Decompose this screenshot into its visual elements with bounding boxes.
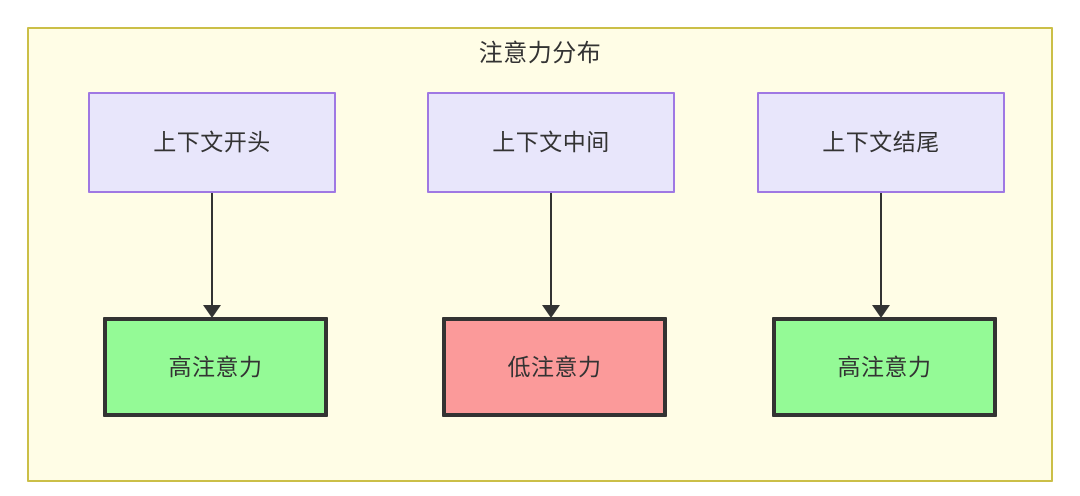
- node-ctx-end[interactable]: 上下文结尾: [757, 92, 1005, 193]
- subgraph-title: 注意力分布: [478, 40, 602, 67]
- node-attn-low-middle[interactable]: 低注意力: [442, 317, 667, 417]
- arrowhead-icon: [203, 305, 221, 318]
- node-label: 高注意力: [837, 353, 932, 380]
- node-label: 低注意力: [507, 353, 602, 380]
- node-label: 高注意力: [168, 353, 263, 380]
- node-attn-high-end[interactable]: 高注意力: [772, 317, 997, 417]
- node-label: 上下文结尾: [822, 129, 940, 155]
- edge-ctx-end-to-attn-high: [880, 193, 882, 308]
- arrowhead-icon: [542, 305, 560, 318]
- arrowhead-icon: [872, 305, 890, 318]
- node-label: 上下文中间: [492, 129, 610, 155]
- edge-ctx-middle-to-attn-low: [550, 193, 552, 308]
- edge-ctx-start-to-attn-high: [211, 193, 213, 308]
- node-label: 上下文开头: [153, 129, 271, 155]
- node-ctx-start[interactable]: 上下文开头: [88, 92, 336, 193]
- node-attn-high-start[interactable]: 高注意力: [103, 317, 328, 417]
- node-ctx-middle[interactable]: 上下文中间: [427, 92, 675, 193]
